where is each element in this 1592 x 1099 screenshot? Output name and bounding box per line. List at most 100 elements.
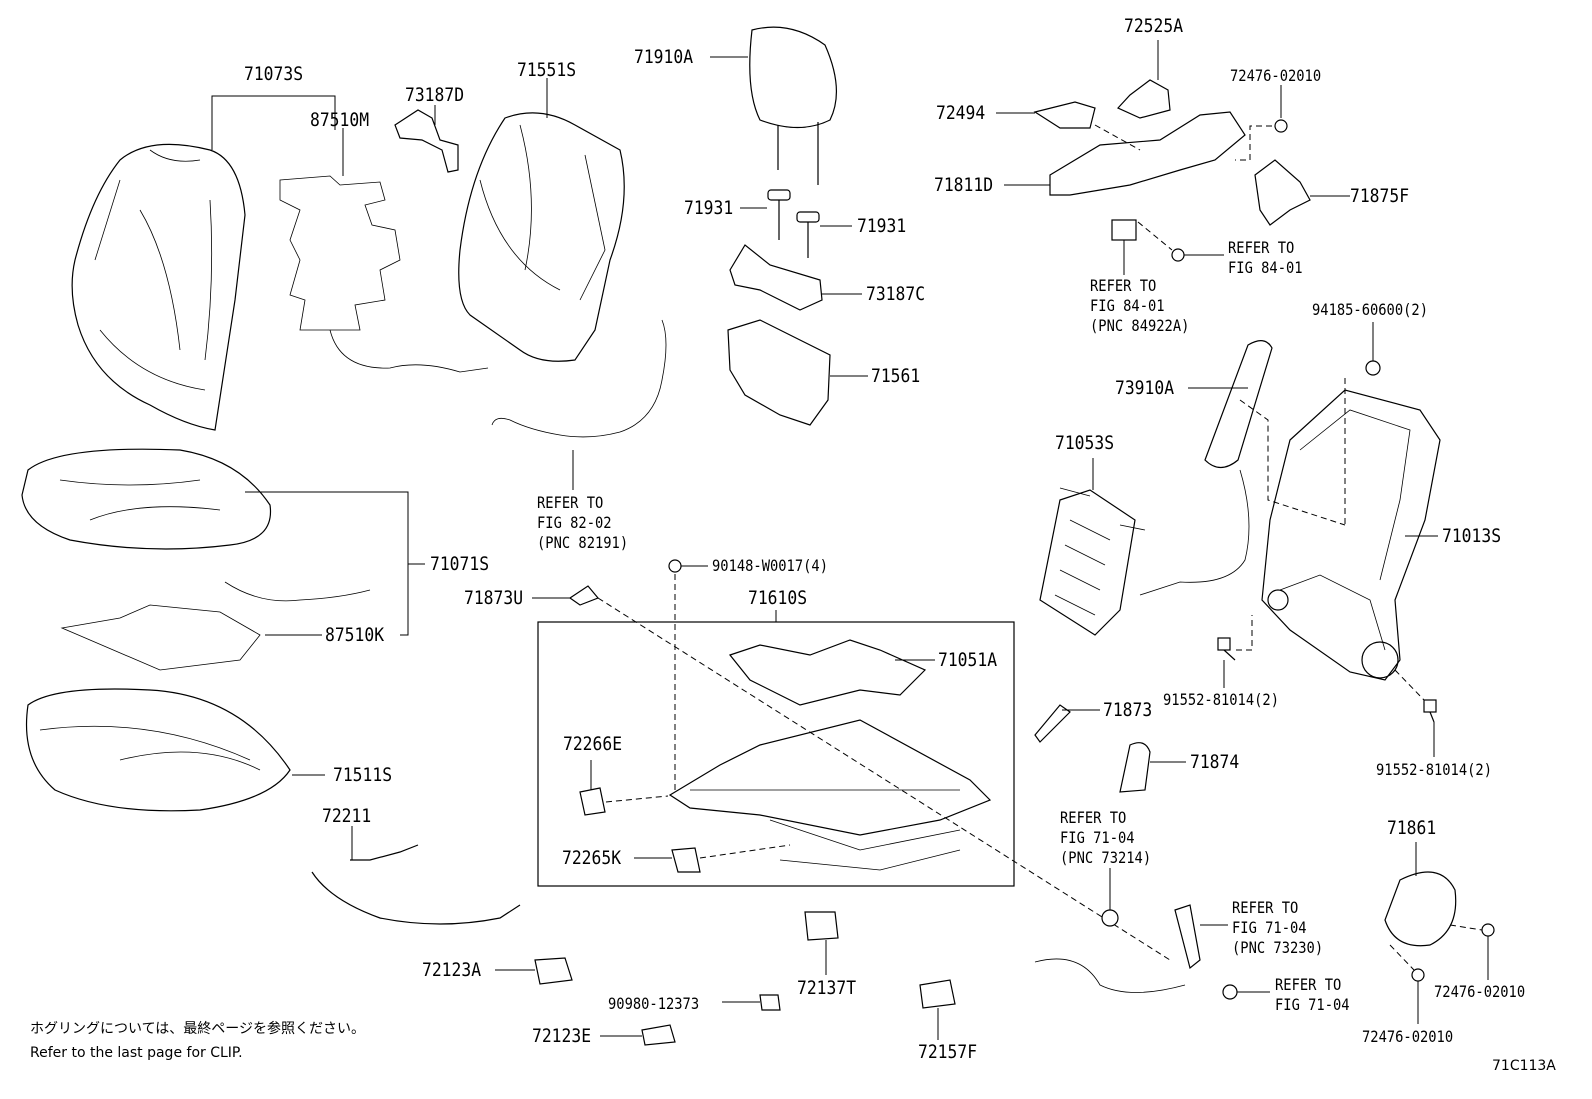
label-90148-w0017: 90148-W0017(4) — [712, 556, 828, 575]
lumbar-73910a-drawing — [1139, 340, 1273, 596]
cushion-cover-drawing — [21, 448, 272, 550]
cushion-pad-drawing — [25, 688, 291, 812]
label-71561: 71561 — [871, 365, 921, 387]
cushion-heater-drawing — [60, 604, 261, 671]
label-91552-81014-a: 91552-81014(2) — [1163, 690, 1279, 709]
screw-72476-c — [1411, 968, 1425, 982]
label-ref-71-04-a: REFER TO FIG 71-04 (PNC 73214) — [1060, 808, 1152, 867]
recliner-cover-72525a-drawing — [1116, 79, 1171, 119]
label-91552-81014-b: 91552-81014(2) — [1376, 760, 1492, 779]
label-71511s: 71511S — [333, 764, 393, 786]
wire-72211-drawing — [311, 844, 521, 925]
label-94185-60600: 94185-60600(2) — [1312, 300, 1428, 319]
buckle-drawing — [1174, 904, 1201, 970]
cover-71873u-drawing — [568, 585, 599, 606]
clip-72123a-drawing — [534, 957, 573, 985]
label-73910a: 73910A — [1115, 377, 1175, 399]
cushion-pad-detail — [39, 725, 261, 771]
label-71051a: 71051A — [938, 649, 998, 671]
label-73187c: 73187C — [866, 283, 926, 305]
figure-code: 71C113A — [1492, 1058, 1556, 1074]
screw-72476-b — [1481, 923, 1495, 937]
screw-ref-84-01 — [1171, 248, 1185, 262]
label-71931-b: 71931 — [857, 215, 907, 237]
label-87510k: 87510K — [325, 624, 385, 646]
label-71013s: 71013S — [1442, 525, 1502, 547]
shield-71811d-drawing — [1049, 111, 1246, 196]
label-72123e: 72123E — [532, 1025, 592, 1047]
dash-72476-a — [1235, 125, 1272, 161]
label-71053s: 71053S — [1055, 432, 1115, 454]
harness-drawing — [491, 319, 667, 438]
adjuster-drawing — [668, 719, 992, 871]
note-japanese: ホグリングについては、最終ページを参照ください。 — [30, 1021, 366, 1037]
bolt-91552-b-shank — [1429, 711, 1435, 723]
cover-71875f-drawing — [1254, 159, 1311, 226]
label-73187d: 73187D — [405, 84, 465, 106]
clip-72157f-drawing — [919, 979, 956, 1009]
cover-72494-drawing — [1033, 101, 1096, 129]
note-english: Refer to the last page for CLIP. — [30, 1045, 243, 1061]
dash-73910a — [1239, 399, 1346, 526]
leader-71073s — [211, 95, 336, 150]
label-72494: 72494 — [936, 102, 986, 124]
spring-71053s-drawing — [1039, 487, 1146, 636]
bracket-73187c-drawing — [729, 244, 823, 311]
label-72476-02010-b: 72476-02010 — [1434, 982, 1526, 1001]
buckle-wire — [1034, 958, 1186, 993]
screw-72476-a — [1274, 119, 1288, 133]
bracket-71874-drawing — [1119, 742, 1151, 793]
label-87510m: 87510M — [310, 109, 370, 131]
label-71071s: 71071S — [430, 553, 490, 575]
label-72265k: 72265K — [562, 847, 622, 869]
label-71874: 71874 — [1190, 751, 1240, 773]
label-90980-12373: 90980-12373 — [608, 994, 700, 1013]
label-71610s: 71610S — [748, 587, 808, 609]
clip-72123e-drawing — [641, 1024, 676, 1046]
label-ref-82-02: REFER TO FIG 82-02 (PNC 82191) — [537, 493, 629, 552]
seatback-frame-drawing — [1261, 389, 1441, 681]
label-ref-84-01-a: REFER TO FIG 84-01 — [1228, 238, 1303, 277]
bolt-91552-b — [1423, 699, 1437, 713]
label-72525a: 72525A — [1124, 15, 1184, 37]
seatback-cover-drawing — [71, 143, 246, 431]
bolt-91552-a-shank — [1223, 649, 1236, 661]
label-71910a: 71910A — [634, 46, 694, 68]
bolt-91552-a — [1217, 637, 1231, 651]
label-71873: 71873 — [1103, 699, 1153, 721]
clip-72137t-drawing — [804, 911, 839, 941]
label-72137t: 72137T — [797, 977, 857, 999]
switch-drawing — [1111, 219, 1137, 241]
clip-90980-drawing — [759, 994, 781, 1011]
label-71931-a: 71931 — [684, 197, 734, 219]
spring-71051a-drawing — [728, 639, 927, 706]
dash-72476-c — [1389, 944, 1415, 971]
label-71551s: 71551S — [517, 59, 577, 81]
label-ref-71-04-b: REFER TO FIG 71-04 (PNC 73230) — [1232, 898, 1324, 957]
dash-72265k — [699, 844, 791, 859]
label-71875f: 71875F — [1350, 185, 1410, 207]
dash-71873u — [597, 597, 1171, 961]
label-ref-84-01-b: REFER TO FIG 84-01 (PNC 84922A) — [1090, 276, 1190, 335]
dash-72266e — [605, 795, 669, 803]
bracket-73187d-drawing — [394, 109, 459, 173]
dash-91552-a — [1236, 615, 1253, 651]
label-71073s: 71073S — [244, 63, 304, 85]
headrest-guides-drawing — [767, 189, 820, 258]
label-ref-71-04-c: REFER TO FIG 71-04 — [1275, 975, 1350, 1014]
cushion-cover-detail — [59, 479, 221, 521]
label-72157f: 72157F — [918, 1041, 978, 1063]
cover-72266e-drawing — [579, 787, 606, 816]
seatback-heater-drawing — [279, 175, 489, 373]
label-72476-02010-a: 72476-02010 — [1230, 66, 1322, 85]
dash-91552-b — [1394, 669, 1425, 701]
grommet-drawing — [1101, 909, 1119, 927]
screw-90148 — [668, 559, 682, 573]
screw-ref-71-04 — [1222, 984, 1238, 1000]
cover-71861-drawing — [1384, 871, 1457, 947]
dash-72476-b — [1449, 924, 1483, 931]
cover-71561-drawing — [727, 319, 831, 426]
cover-72265k-drawing — [671, 847, 701, 873]
